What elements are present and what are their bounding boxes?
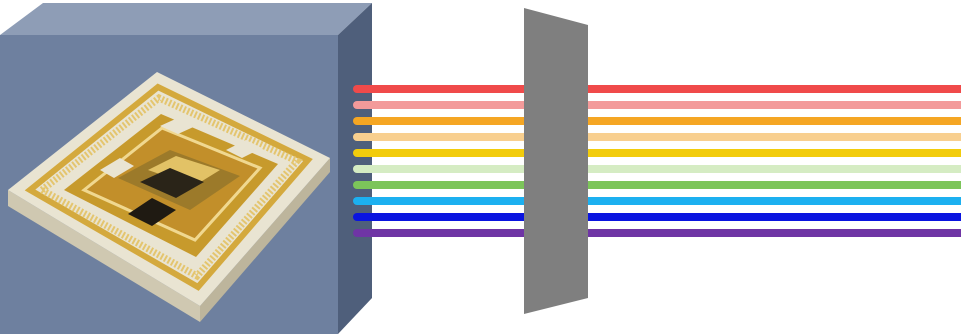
housing-top-face: [0, 3, 372, 35]
chip-pad-left: [100, 158, 134, 178]
beam-in-cyan: [353, 197, 543, 205]
photonic-chip: [8, 72, 330, 322]
beam-in-purple: [353, 229, 543, 237]
chip-lens-block: [148, 156, 220, 186]
chip-dark-strip: [128, 198, 176, 226]
chip-pad-top: [160, 116, 200, 134]
beam-out-yellow: [580, 149, 961, 157]
beam-out-light-red: [580, 101, 961, 109]
beams-input: [353, 85, 543, 237]
beam-out-red: [580, 85, 961, 93]
beam-in-green: [353, 181, 543, 189]
beam-in-orange: [353, 117, 543, 125]
beams-output: [580, 85, 961, 237]
beam-in-light-red: [353, 101, 543, 109]
beam-out-orange: [580, 117, 961, 125]
beam-out-green: [580, 181, 961, 189]
beam-out-cyan: [580, 197, 961, 205]
beam-in-light-green: [353, 165, 543, 173]
beam-out-purple: [580, 229, 961, 237]
chip-substrate-edge-right: [200, 158, 330, 322]
beam-in-blue: [353, 213, 543, 221]
chip-pad-right: [226, 140, 262, 158]
beam-in-light-orange: [353, 133, 543, 141]
chip-dark-cavity: [140, 168, 204, 198]
beam-out-light-green: [580, 165, 961, 173]
chip-gold-frame: [24, 83, 313, 291]
beam-out-blue: [580, 213, 961, 221]
optical-filter-plate: [524, 8, 588, 314]
beam-out-light-orange: [580, 133, 961, 141]
chip-substrate-edge: [8, 190, 200, 322]
beam-in-yellow: [353, 149, 543, 157]
beam-in-red: [353, 85, 543, 93]
chip-bond-pads: [35, 93, 303, 281]
